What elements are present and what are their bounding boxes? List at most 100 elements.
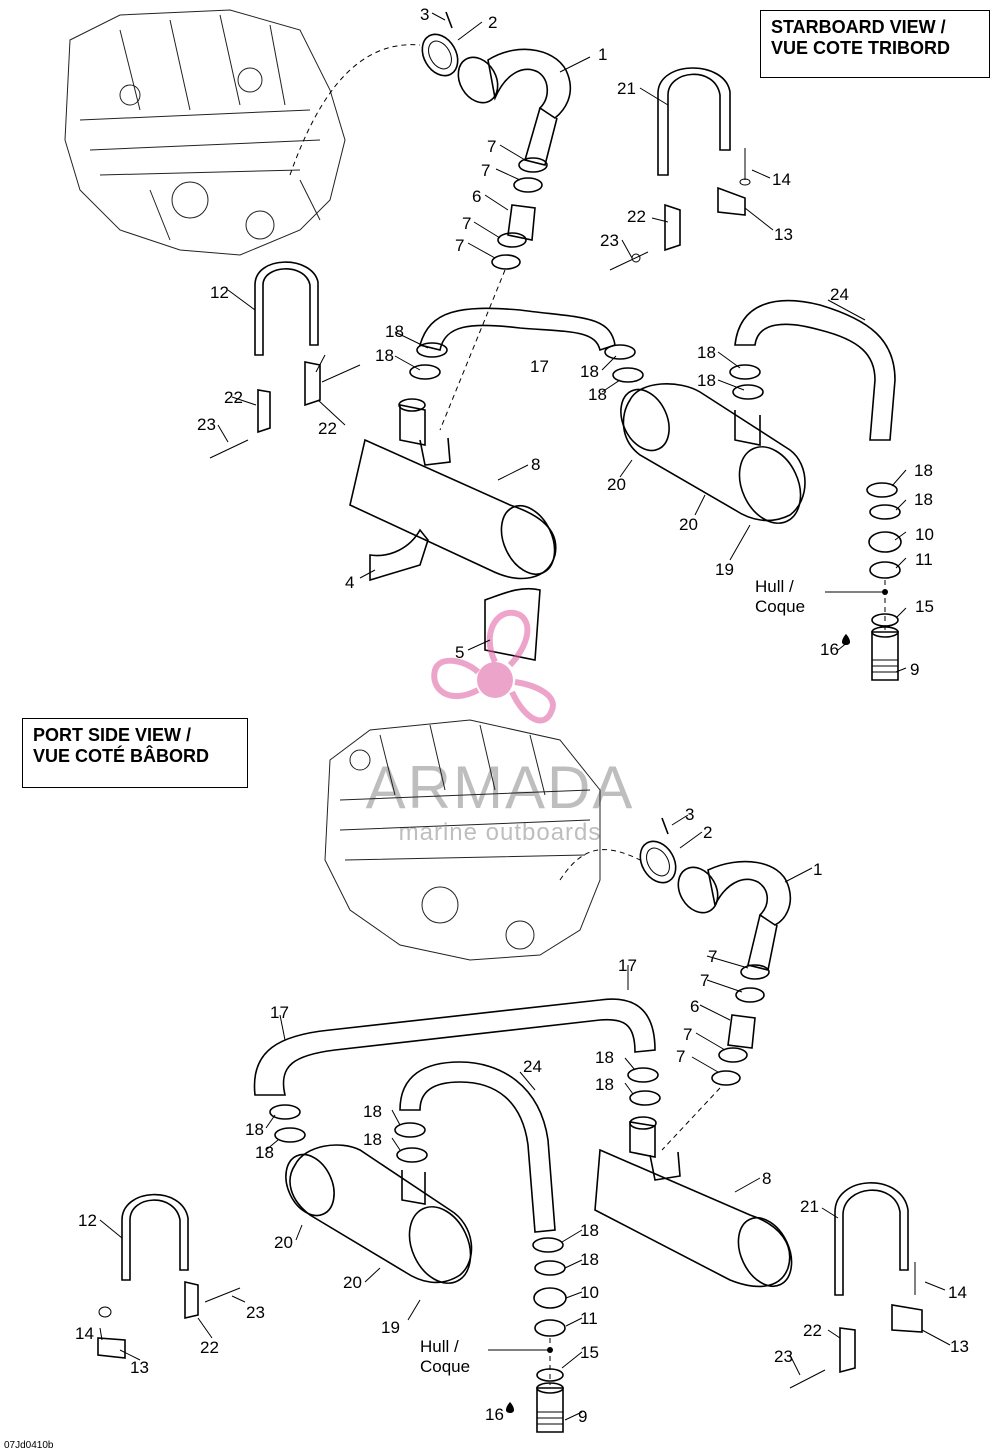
strap-12-top [254,261,319,356]
starboard-view-line2: VUE COTE TRIBORD [771,38,951,58]
callout-18: 18 [363,1130,382,1149]
support-4-top [369,528,429,582]
callout-22: 22 [200,1338,219,1357]
callout-18: 18 [255,1143,274,1162]
callout-17: 17 [530,357,549,376]
callout-17: 17 [270,1003,289,1022]
callout-15: 15 [915,597,934,616]
callout-18: 18 [595,1048,614,1067]
hose-17-top [419,307,616,352]
drop-icon [506,1402,514,1413]
port-view-line1: PORT SIDE VIEW / [33,725,192,745]
callout-19: 19 [381,1318,400,1337]
assembly-line [289,44,421,176]
clamps-18-top-right [729,364,764,400]
callout-18: 18 [697,343,716,362]
callout-18: 18 [580,1221,599,1240]
callout-1: 1 [813,860,822,879]
callout-7: 7 [683,1025,692,1044]
clamps-18-bottom-left [269,1104,306,1143]
callout-8: 8 [531,455,540,474]
hull-label-top-line2: Coque [755,597,805,616]
callout-18: 18 [385,322,404,341]
hose-24-top [734,299,896,441]
callout-10: 10 [580,1283,599,1302]
callout-18: 18 [580,1250,599,1269]
callout-18: 18 [697,371,716,390]
clamps-7-hose-6-bottom [711,964,770,1086]
callout-13: 13 [130,1358,149,1377]
callout-12: 12 [78,1211,97,1230]
callout-16: 16 [485,1405,504,1424]
muffler-8-bottom [594,1116,793,1288]
strap-21-bottom [834,1182,909,1296]
clamps-18-top-left [409,342,448,380]
callout-9: 9 [910,660,919,679]
brackets-small-bottom [97,1262,923,1389]
callouts-starboard: 1 2 3 4 5 6 7 7 7 7 8 9 10 11 12 13 14 1… [197,5,934,679]
callout-7: 7 [462,214,471,233]
callout-5: 5 [455,643,464,662]
callout-2: 2 [488,13,497,32]
callout-21: 21 [617,79,636,98]
clamps-18-bottom-mid [627,1067,661,1106]
callout-3: 3 [685,805,694,824]
engine-block-top [64,9,346,256]
starboard-view-label: STARBOARD VIEW / VUE COTE TRIBORD [760,10,990,78]
drop-icon [842,634,850,645]
callout-16: 16 [820,640,839,659]
callout-8: 8 [762,1169,771,1188]
armada-logo [431,609,556,724]
muffler-19-top [620,383,806,524]
callout-20: 20 [607,475,626,494]
callout-22: 22 [803,1321,822,1340]
muffler-8-top [349,398,557,580]
callout-18: 18 [580,362,599,381]
callout-1: 1 [598,45,607,64]
hull-label-top-line1: Hull / [755,577,794,596]
exhaust-elbow-bottom [677,860,792,971]
drawing-code: 07Jd0410b [4,1440,54,1451]
brackets-small-top [209,148,751,459]
exhaust-elbow-top [457,48,572,166]
outlet-stack-bottom [488,1237,567,1433]
callout-15: 15 [580,1343,599,1362]
port-view-line2: VUE COTÉ BÂBORD [33,746,210,766]
callout-22: 22 [224,388,243,407]
hose-17-bottom [253,998,656,1096]
outlet-stack-top [825,482,902,681]
clamp-2-bottom [639,817,677,884]
callout-7: 7 [676,1047,685,1066]
callout-11: 11 [915,550,933,569]
callout-22: 22 [627,207,646,226]
callout-4: 4 [345,573,354,592]
callout-23: 23 [774,1347,793,1366]
callout-12: 12 [210,283,229,302]
callout-3: 3 [420,5,429,24]
callout-13: 13 [774,225,793,244]
starboard-view-line1: STARBOARD VIEW / [771,17,946,37]
callout-19: 19 [715,560,734,579]
hull-label-bottom-line2: Coque [420,1357,470,1376]
callout-18: 18 [375,346,394,365]
callout-7: 7 [700,971,709,990]
callout-22: 22 [318,419,337,438]
callout-7: 7 [708,947,717,966]
strap-21-top [657,67,731,176]
callout-18: 18 [245,1120,264,1139]
callout-17: 17 [618,956,637,975]
callout-14: 14 [772,170,791,189]
strap-12-bottom [121,1193,189,1281]
callout-7: 7 [481,161,490,180]
callout-23: 23 [197,415,216,434]
callout-21: 21 [800,1197,819,1216]
callout-10: 10 [915,525,934,544]
callout-18: 18 [363,1102,382,1121]
callout-24: 24 [830,285,849,304]
callout-9: 9 [578,1407,587,1426]
watermark-subtitle: marine outboards [399,819,602,846]
callout-20: 20 [274,1233,293,1252]
callout-11: 11 [580,1309,598,1328]
callout-23: 23 [600,231,619,250]
